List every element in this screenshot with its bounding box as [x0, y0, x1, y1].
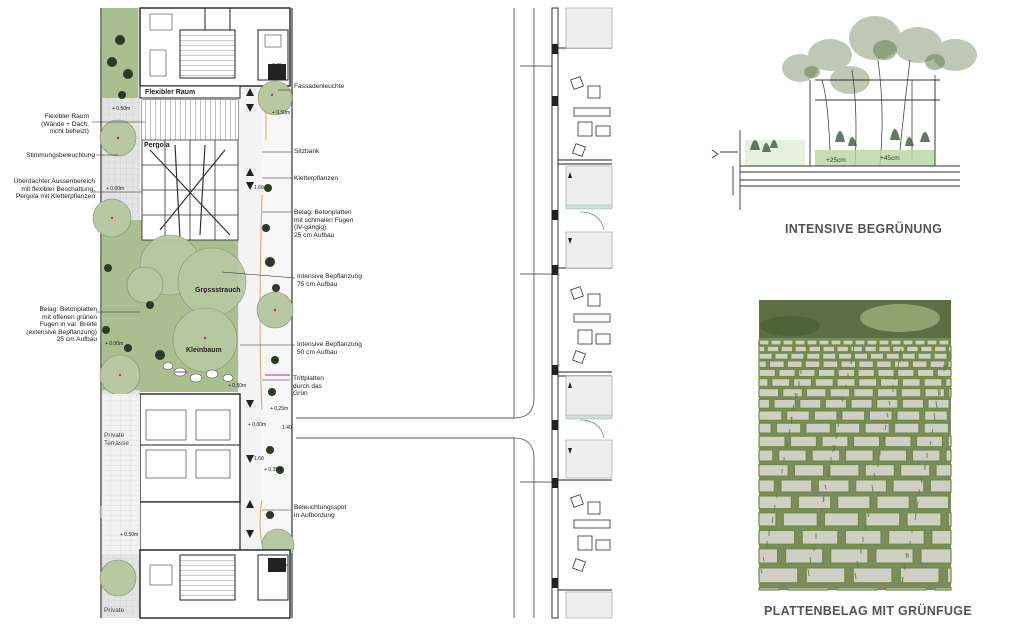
- dimension-label: 1.60: [254, 185, 264, 191]
- annotation-belag-schmale-fugen: Belag: Betonplatten mit schmalen Fugen (…: [294, 209, 354, 239]
- level-marker: + 0.50m: [228, 383, 247, 389]
- annotation-ueberdachter-aussenbereich: Überdachter Aussenbereich mit flexibler …: [13, 178, 95, 201]
- dark-planting-clusters: [102, 35, 284, 519]
- annotation-fassadenleuchte: Fassadenleuchte: [294, 83, 345, 90]
- sketch-height-2: +45cm: [880, 155, 900, 162]
- trees: [92, 80, 295, 597]
- label-private-terrasse: Private Terrasse: [104, 432, 129, 447]
- label-private-bottom: Private: [104, 607, 125, 614]
- building-top: [139, 7, 291, 99]
- level-marker: + 0.00m: [248, 422, 267, 428]
- caption-plattenbelag: PLATTENBELAG MIT GRÜNFUGE: [764, 604, 972, 618]
- label-flexibler-raum: Flexibler Raum: [145, 89, 196, 96]
- annotation-bepflanzung-50: Intensive Bepflanzung 50 cm Aufbau: [297, 341, 362, 356]
- level-marker: + 0.00m: [106, 186, 125, 192]
- annotation-trittplatten: Trittplatten durch das Grün: [293, 375, 324, 398]
- pergola-structure: [141, 99, 239, 241]
- level-marker: + 0.25m: [270, 406, 289, 412]
- label-kleinbaum: Kleinbaum: [186, 347, 222, 354]
- annotation-beleuchtungsspot: Beleuchtungsspot in Aufbordung: [294, 504, 347, 519]
- level-marker: + 0.35m: [264, 467, 283, 473]
- annotation-flexibler-raum: Flexibler Raum (Wände + Dach, nicht behe…: [41, 113, 89, 136]
- label-grossstrauch: Grossstrauch: [195, 287, 241, 294]
- level-marker: + 0.00m: [105, 341, 124, 347]
- annotation-kletterpflanzen: Kletterpflanzen: [294, 175, 338, 182]
- floor-plan: [296, 7, 613, 619]
- annotation-stimmungsbeleuchtung: Stimmungsbeleuchtung: [26, 152, 95, 159]
- section-sketch: +25cm +45cm: [711, 16, 977, 210]
- furniture: [570, 76, 611, 572]
- building-bottom: [139, 549, 291, 619]
- building-middle: [102, 393, 241, 554]
- planting-strip-left: [102, 8, 138, 98]
- caption-intensive-begruenung: INTENSIVE BEGRÜNUNG: [785, 222, 943, 236]
- level-marker: + 0.50m: [272, 110, 291, 116]
- level-marker: + 0.27m: [270, 563, 289, 569]
- label-pergola: Pergola: [144, 142, 170, 149]
- level-marker: + 0.35m: [268, 63, 287, 69]
- dimension-label: 1.60: [254, 456, 264, 462]
- annotation-bepflanzung-75: Intensive Bepflanzung 75 cm Aufbau: [297, 273, 362, 288]
- level-marker: + 0.50m: [112, 106, 131, 112]
- level-marker: + 0.50m: [120, 532, 139, 538]
- annotation-belag-offene-fugen: Belag: Betonplatten mit offenen grünen F…: [26, 306, 97, 344]
- dimension-label: 1.40: [282, 425, 292, 431]
- annotation-sitzbank: Sitzbank: [294, 148, 320, 155]
- paving-photo: [758, 300, 952, 591]
- sketch-height-1: +25cm: [826, 157, 846, 164]
